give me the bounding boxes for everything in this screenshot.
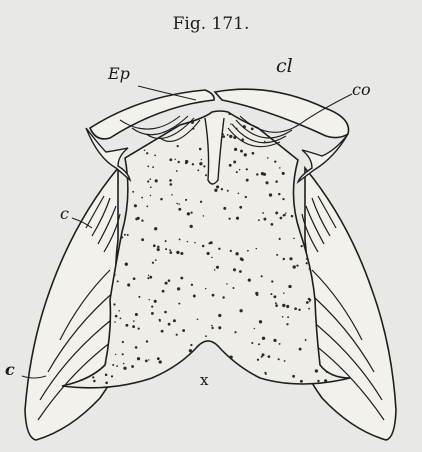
label-ep: Ep: [108, 66, 130, 82]
label-x: x: [200, 372, 208, 388]
label-c-upper: c: [60, 206, 69, 222]
label-co: co: [352, 82, 371, 98]
label-c-lower: c: [5, 362, 15, 378]
label-cl: cl: [276, 58, 293, 74]
